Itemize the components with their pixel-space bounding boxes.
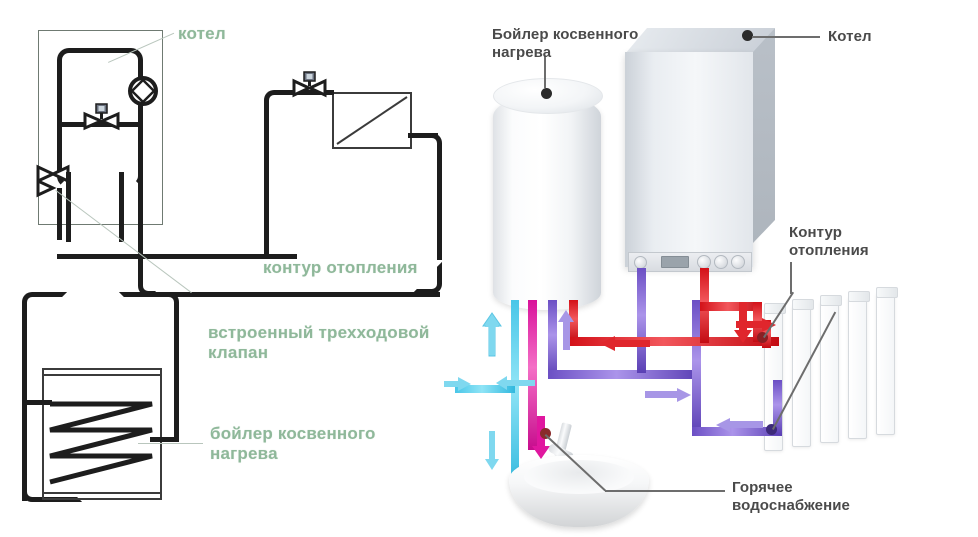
label-three-way-valve-line2: клапан xyxy=(208,343,269,363)
radiator-supply-top-pipe xyxy=(296,90,334,95)
boiler-front-face xyxy=(625,52,753,267)
label-right-dhw-line2: водоснабжение xyxy=(732,496,850,514)
label-right-circuit: Контур отопления xyxy=(789,224,869,259)
label-right-circuit-line1: Контур xyxy=(789,224,843,241)
radiator-diagonal-icon xyxy=(336,96,408,145)
pipe-return-tank-riser xyxy=(548,300,557,378)
radiator-supply-bend xyxy=(264,90,298,124)
label-three-way-valve-line1: встроенный трехходовой xyxy=(208,323,430,342)
label-indirect-tank-line2: нагрева xyxy=(210,444,278,464)
coil-inlet-pipe xyxy=(22,400,52,405)
pipe-cold-water-branch xyxy=(455,385,515,393)
tank-bottom-plate xyxy=(42,492,162,494)
radiator-supply-riser xyxy=(264,118,269,256)
label-right-boiler: Котел xyxy=(828,28,872,45)
boiler-callout-dot xyxy=(742,30,753,41)
boiler-side-face xyxy=(753,28,775,243)
tank-return-riser xyxy=(119,172,124,242)
pipe-return-boiler-riser xyxy=(637,268,646,373)
three-way-outlet-stub xyxy=(66,172,71,242)
circuit-callout-dot-return xyxy=(766,424,777,435)
label-right-dhw: Горячее водоснабжение xyxy=(732,479,850,514)
collector-lower-pipe xyxy=(140,292,440,297)
pipe-return-horizontal-low xyxy=(548,370,700,379)
leader-boiler-right xyxy=(752,36,820,38)
pipe-supply-tank-riser xyxy=(569,300,578,342)
label-indirect-tank: бойлер косвенного нагрева xyxy=(210,424,376,464)
pipe-cold-water-riser xyxy=(511,300,519,490)
thermostatic-valve-icon xyxy=(83,103,120,131)
label-heating-loop: контур отопления xyxy=(263,258,418,277)
collector-upper-pipe xyxy=(57,254,297,259)
boiler-right-riser xyxy=(138,105,143,265)
tank-right-riser xyxy=(174,326,179,441)
coil-outlet-pipe xyxy=(150,437,179,442)
boiler-knob-3[interactable] xyxy=(731,255,745,269)
label-right-dhw-line1: Горячее xyxy=(732,479,793,496)
heat-exchanger-coil-icon xyxy=(49,401,153,485)
label-right-tank: Бойлер косвенного нагрева xyxy=(492,26,638,61)
label-right-tank-line2: нагрева xyxy=(492,43,552,61)
tank-feed-bend xyxy=(22,292,67,332)
leader-dhw xyxy=(605,490,725,492)
boiler-display xyxy=(661,256,689,268)
dhw-callout-dot xyxy=(540,428,551,439)
pipe-hot-water-riser xyxy=(528,300,537,450)
pipe-return-radiator-riser xyxy=(692,300,701,435)
pipe-supply-horizontal-main xyxy=(569,337,779,346)
tank-callout-dot xyxy=(541,88,552,99)
indirect-tank-outline xyxy=(42,368,162,500)
radiator-cap-5 xyxy=(876,287,898,298)
tank-return-bend xyxy=(119,292,179,332)
boiler-knob-2[interactable] xyxy=(714,255,728,269)
leader-circuit-stem xyxy=(790,262,792,294)
label-three-way-valve: встроенный трехходовой клапан xyxy=(208,323,429,363)
tank-top-plate xyxy=(42,374,162,376)
radiator-cap-4 xyxy=(848,291,870,302)
pipe-return-bottom xyxy=(692,427,782,436)
label-right-tank-line1: Бойлер косвенного xyxy=(492,26,639,43)
radiator-return-lower-bend xyxy=(412,262,442,294)
label-indirect-tank-line1: бойлер косвенного xyxy=(210,424,376,443)
pipe-supply-boiler-top xyxy=(700,302,762,311)
radiator-cap-1 xyxy=(764,303,786,314)
radiator-return-riser xyxy=(437,160,442,260)
boiler-left-riser xyxy=(57,188,62,240)
radiator-valve-icon xyxy=(292,71,327,98)
radiator-cap-2 xyxy=(792,299,814,310)
circuit-callout-dot-supply xyxy=(757,332,768,343)
three-way-valve-icon xyxy=(36,164,70,198)
indirect-heater-tank xyxy=(493,95,601,310)
leader-indirect-tank xyxy=(138,443,203,444)
label-boiler: котел xyxy=(178,24,226,43)
radiator-return-bend xyxy=(412,133,442,167)
pipe-return-radiator-drop xyxy=(773,380,782,435)
label-right-circuit-line2: отопления xyxy=(789,241,869,259)
circulation-pump-icon xyxy=(128,76,158,106)
tank-left-riser xyxy=(22,326,27,501)
bypass-pipe xyxy=(57,122,143,127)
radiator-cap-3 xyxy=(820,295,842,306)
